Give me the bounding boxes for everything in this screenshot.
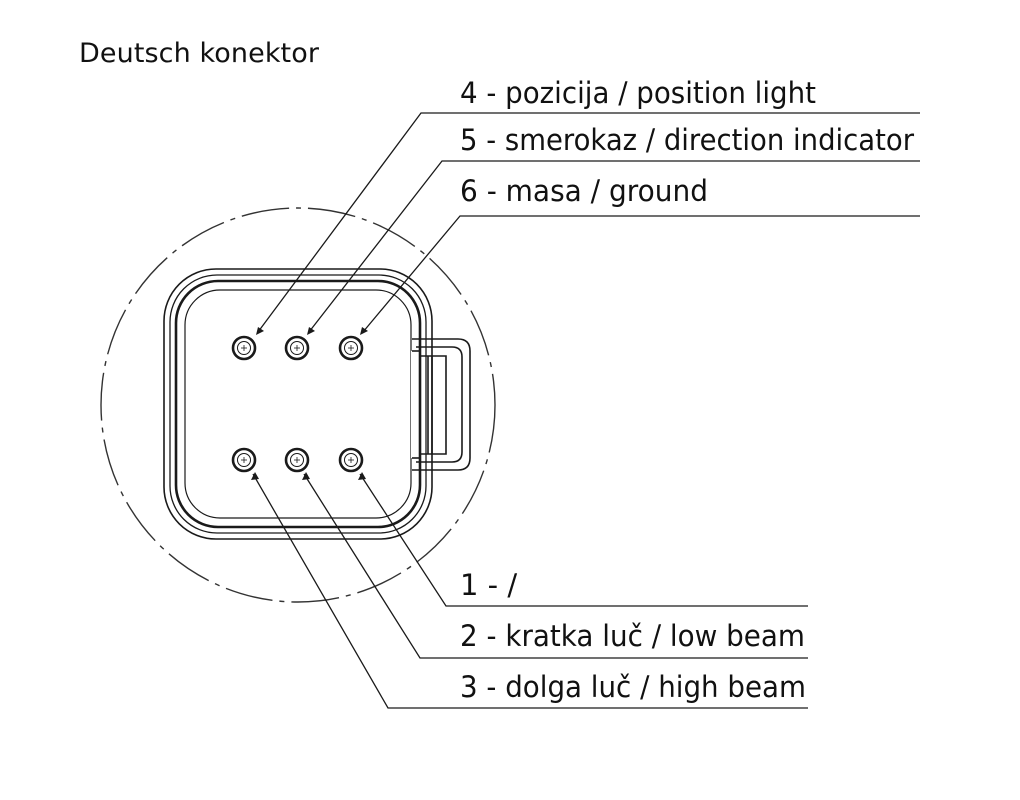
pin-1-label: 1 - / bbox=[460, 568, 517, 602]
leader-pin-1 bbox=[359, 473, 808, 607]
diagram-title: Deutsch konektor bbox=[79, 38, 320, 69]
leaders-top bbox=[257, 112, 920, 333]
pin-2-label: 2 - kratka luč / low beam bbox=[460, 619, 805, 653]
connector-latch bbox=[412, 338, 471, 471]
leader-pin-2 bbox=[303, 473, 808, 659]
pin-1 bbox=[338, 447, 364, 473]
pin-5-label: 5 - smerokaz / direction indicator bbox=[460, 123, 914, 157]
pin-3 bbox=[231, 447, 257, 473]
pins bbox=[231, 335, 364, 473]
leader-pin-3 bbox=[252, 473, 808, 709]
pin-5 bbox=[284, 335, 310, 361]
pin-6-label: 6 - masa / ground bbox=[460, 174, 708, 208]
leader-pin-5 bbox=[308, 160, 920, 333]
leader-pin-6 bbox=[362, 215, 920, 333]
arrowheads bbox=[251, 327, 368, 480]
pin-4 bbox=[231, 335, 257, 361]
connector-outline-circle bbox=[100, 207, 496, 603]
pin-3-label: 3 - dolga luč / high beam bbox=[460, 670, 806, 704]
pin-6 bbox=[338, 335, 364, 361]
pin-2 bbox=[284, 447, 310, 473]
leaders-bottom bbox=[252, 473, 808, 709]
pin-4-label: 4 - pozicija / position light bbox=[460, 76, 816, 110]
leader-pin-4 bbox=[257, 112, 920, 333]
connector-body bbox=[163, 268, 433, 540]
